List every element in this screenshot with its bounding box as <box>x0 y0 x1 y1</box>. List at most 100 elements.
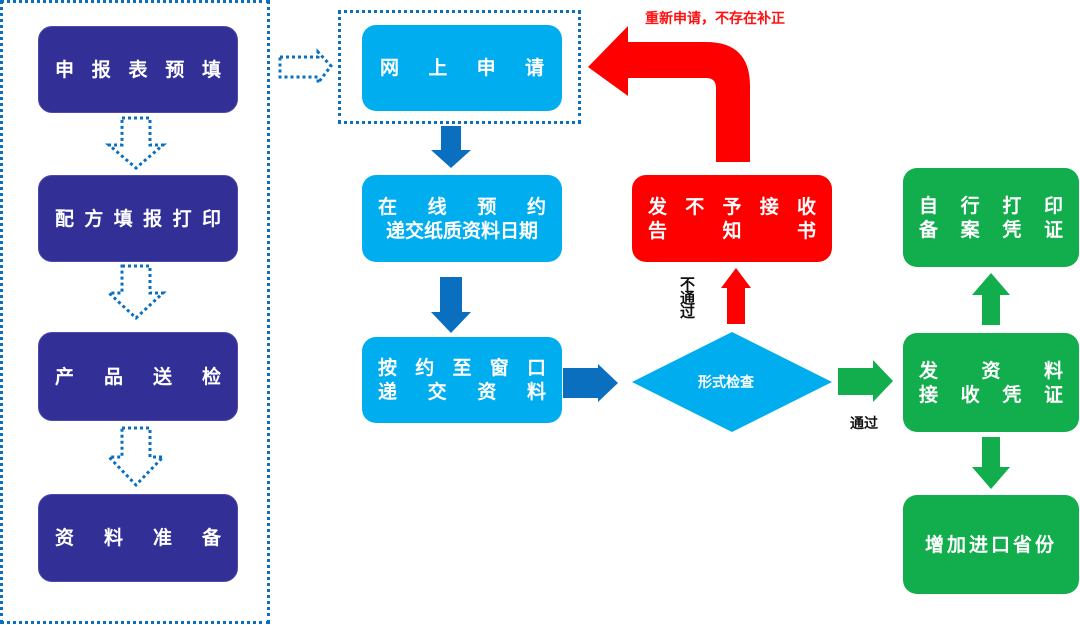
char: 备 <box>201 527 221 549</box>
arrow-up-to-print <box>972 273 1010 325</box>
char: 预 <box>165 58 185 81</box>
step-submit-at-window[interactable]: 按 约 至 窗 口 递 交 资 料 <box>362 337 562 423</box>
char: 约 <box>526 195 546 218</box>
step-print-filing-certificate[interactable]: 自 行 打 印 备 案 凭 证 <box>903 168 1079 267</box>
dotted-right-arrow <box>278 48 333 88</box>
step-fill-declaration-form[interactable]: 申 报 表 预 填 <box>38 26 238 113</box>
step-label-line2: 递交纸质资料日期 <box>385 219 538 242</box>
char: 收 <box>960 383 980 406</box>
arrow-reapply-bent <box>588 26 750 162</box>
char: 发 <box>648 195 668 218</box>
step-label: 网 上 申 请 <box>362 56 562 80</box>
char: 凭 <box>1002 383 1022 406</box>
char: 配 <box>55 207 75 230</box>
char: 报 <box>143 207 163 230</box>
char: 不 <box>685 195 705 218</box>
arrow-down-apply-to-book <box>431 126 471 168</box>
step-online-apply[interactable]: 网 上 申 请 <box>362 25 562 111</box>
online-apply-highlight <box>338 10 581 124</box>
step-receipt-certificate[interactable]: 发 资 料 接 收 凭 证 <box>903 333 1079 432</box>
char: 告 <box>648 219 668 242</box>
char: 请 <box>524 57 544 79</box>
char: 案 <box>960 218 980 241</box>
dotted-down-arrow-3 <box>105 426 167 488</box>
check-diamond <box>632 332 832 432</box>
char: 书 <box>796 219 816 242</box>
arrow-right-pass <box>838 360 893 402</box>
char: 申 <box>476 57 496 79</box>
char: 递 <box>378 381 398 403</box>
char: 送 <box>152 365 172 388</box>
arrow-up-fail <box>721 268 751 324</box>
step-label-line2: 告 知 书 <box>632 219 832 243</box>
char: 证 <box>1043 218 1063 241</box>
char: 予 <box>722 195 742 218</box>
char: 发 <box>919 359 939 382</box>
char: 料 <box>1043 359 1063 382</box>
arrow-down-book-to-submit <box>431 277 471 333</box>
char: 资 <box>55 527 75 549</box>
step-prepare-documents[interactable]: 资 料 准 备 <box>38 494 238 582</box>
dotted-down-arrow-2 <box>105 264 167 321</box>
dotted-down-arrow-1 <box>104 116 168 170</box>
step-rejection-notice[interactable]: 发 不 予 接 收 告 知 书 <box>632 175 832 262</box>
char: 印 <box>1043 194 1063 217</box>
char: 准 <box>152 527 172 549</box>
step-product-inspection[interactable]: 产 品 送 检 <box>38 332 238 421</box>
arrow-right-submit-to-check <box>563 364 618 402</box>
char: 在 <box>378 195 398 218</box>
char: 网 <box>380 57 400 79</box>
char: 表 <box>128 58 148 81</box>
step-label-line2: 备 案 凭 证 <box>903 218 1079 242</box>
char: 料 <box>526 381 546 403</box>
char: 线 <box>427 195 447 218</box>
preparation-group <box>0 0 270 624</box>
step-label-line1: 在 线 预 约 <box>362 195 562 219</box>
char: 接 <box>919 383 939 406</box>
char: 上 <box>428 57 448 79</box>
char: 填 <box>113 207 133 230</box>
char: 行 <box>960 194 980 217</box>
char: 收 <box>796 195 816 218</box>
char: 按 <box>378 357 398 379</box>
char: 交 <box>427 381 447 403</box>
step-formula-print[interactable]: 配 方 填 报 打 印 <box>38 175 238 262</box>
step-label-line2: 递 交 资 料 <box>362 380 562 404</box>
char: 印 <box>201 207 221 230</box>
step-label: 产 品 送 检 <box>39 365 237 389</box>
step-label: 增加进口省份 <box>924 533 1057 556</box>
step-label-line1: 自 行 打 印 <box>903 194 1079 218</box>
char: 品 <box>103 365 123 388</box>
char: 窗 <box>489 357 509 379</box>
char: 资 <box>981 359 1001 382</box>
char: 至 <box>452 357 472 379</box>
fail-label: 不通过 <box>678 276 696 318</box>
step-book-submission-date[interactable]: 在 线 预 约 递交纸质资料日期 <box>362 175 562 262</box>
step-label-line2: 接 收 凭 证 <box>903 383 1079 407</box>
char: 预 <box>477 195 497 218</box>
step-label-line1: 发 资 料 <box>903 359 1079 383</box>
char: 口 <box>526 357 546 379</box>
char: 打 <box>172 207 192 230</box>
char: 自 <box>919 194 939 217</box>
char: 打 <box>1002 194 1022 217</box>
char: 约 <box>415 357 435 379</box>
char: 备 <box>919 218 939 241</box>
char: 资 <box>477 381 497 403</box>
arrow-down-to-province <box>972 437 1010 489</box>
check-label: 形式检查 <box>698 375 754 391</box>
char: 知 <box>722 219 742 242</box>
char: 证 <box>1043 383 1063 406</box>
char: 检 <box>201 365 221 388</box>
step-label: 资 料 准 备 <box>39 526 237 550</box>
step-label: 配 方 填 报 打 印 <box>39 207 237 231</box>
char: 料 <box>103 527 123 549</box>
step-label-line1: 按 约 至 窗 口 <box>362 356 562 380</box>
reapply-label: 重新申请，不存在补正 <box>645 11 785 27</box>
char: 凭 <box>1002 218 1022 241</box>
step-add-import-province[interactable]: 增加进口省份 <box>903 495 1079 594</box>
char: 产 <box>55 365 75 388</box>
char: 申 <box>55 58 75 81</box>
char: 方 <box>84 207 104 230</box>
